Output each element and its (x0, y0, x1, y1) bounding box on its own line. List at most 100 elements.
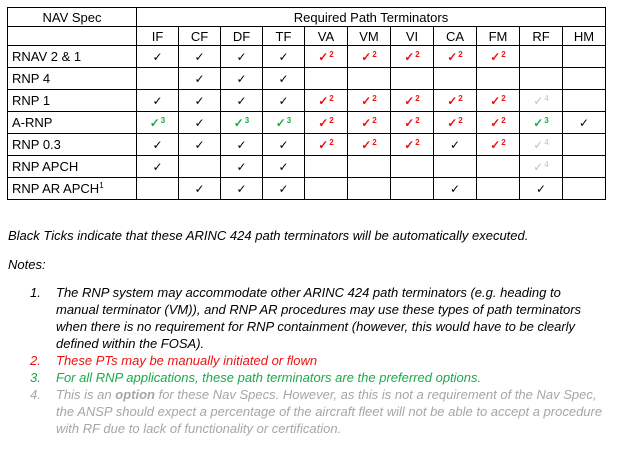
check-icon-red: ✓2 (490, 50, 506, 64)
check-glyph: ✓ (318, 138, 329, 152)
cell-df: ✓ (220, 177, 263, 200)
cell-if (136, 67, 179, 90)
check-glyph: ✓ (278, 72, 289, 86)
check-icon-black: ✓ (152, 94, 162, 108)
cell-vm (347, 155, 391, 178)
check-icon-red: ✓2 (447, 50, 463, 64)
cell-rf (519, 45, 563, 68)
cell-hm (562, 67, 606, 90)
column-header-fm: FM (476, 26, 520, 46)
check-glyph: ✓ (278, 94, 289, 108)
check-glyph: ✓ (449, 138, 461, 152)
check-icon-green: ✓3 (150, 116, 166, 130)
cell-cf: ✓ (178, 89, 221, 112)
note-reference: 2 (372, 116, 377, 125)
cell-vm (347, 67, 391, 90)
check-glyph: ✓ (149, 116, 160, 130)
check-icon-black: ✓ (194, 94, 204, 108)
cell-va: ✓2 (304, 133, 348, 156)
cell-vi (390, 155, 434, 178)
table-row: RNP 4 ✓ ✓ ✓ (7, 67, 606, 90)
cell-rf: ✓4 (519, 89, 563, 112)
table-row: RNP 1✓✓✓✓✓2✓2✓2✓2✓2✓4 (7, 89, 606, 112)
note-reference: 4 (544, 94, 549, 103)
cell-rf: ✓3 (519, 111, 563, 134)
note-reference: 3 (244, 116, 250, 125)
note-reference: 3 (286, 116, 292, 125)
check-icon-black: ✓ (236, 72, 246, 86)
cell-vm: ✓2 (347, 133, 391, 156)
note-reference: 2 (372, 138, 377, 147)
check-glyph: ✓ (194, 72, 205, 86)
cell-hm (562, 133, 606, 156)
required-path-terminators-header: Required Path Terminators (136, 7, 606, 27)
note-item-3: 3. For all RNP applications, these path … (30, 369, 605, 386)
check-icon-black: ✓ (194, 50, 204, 64)
check-glyph: ✓ (152, 160, 163, 174)
nav-spec-label: A-RNP (12, 115, 53, 130)
note-reference: 2 (458, 50, 463, 59)
nav-spec-cell: RNP APCH (7, 155, 137, 178)
note-item-1: 1. The RNP system may accommodate other … (30, 284, 605, 352)
nav-spec-label: RNP 1 (12, 93, 51, 108)
check-glyph: ✓ (194, 138, 205, 152)
check-icon-black: ✓ (152, 160, 162, 174)
cell-vi: ✓2 (390, 89, 434, 112)
nav-spec-cell: RNP 4 (7, 67, 137, 90)
check-icon-red: ✓2 (318, 138, 334, 152)
check-glyph: ✓ (278, 160, 289, 174)
check-glyph: ✓ (278, 182, 289, 196)
check-glyph: ✓ (318, 94, 329, 108)
nav-spec-cell: RNAV 2 & 1 (7, 45, 137, 68)
column-header-rf: RF (519, 26, 563, 46)
table-row: RNP AR APCH1✓✓✓✓✓ (7, 177, 606, 200)
check-icon-black: ✓ (278, 50, 288, 64)
nav-spec-label: RNP AR APCH (12, 181, 100, 196)
nav-spec-header: NAV Spec (7, 7, 137, 27)
check-icon-green: ✓3 (234, 116, 250, 130)
cell-vm: ✓2 (347, 111, 391, 134)
cell-hm: ✓ (562, 111, 606, 134)
check-icon-gray: ✓4 (533, 94, 549, 108)
nav-spec-label: RNP APCH (12, 159, 79, 174)
nav-spec-label: RNAV 2 & 1 (12, 49, 82, 64)
check-icon-black: ✓ (236, 138, 246, 152)
cell-vm (347, 177, 391, 200)
note-reference: 2 (415, 50, 420, 59)
column-header-ca: CA (433, 26, 477, 46)
note-item-2: 2. These PTs may be manually initiated o… (30, 352, 605, 369)
check-icon-black: ✓ (450, 182, 460, 196)
note-item-4: 4. This is an option for these Nav Specs… (30, 386, 605, 437)
check-glyph: ✓ (278, 50, 289, 64)
note-reference: 2 (415, 116, 420, 125)
check-glyph: ✓ (578, 116, 590, 130)
check-glyph: ✓ (236, 182, 247, 196)
cell-df: ✓3 (220, 111, 263, 134)
check-glyph: ✓ (449, 182, 461, 196)
cell-rf: ✓4 (519, 133, 563, 156)
check-glyph: ✓ (361, 94, 372, 108)
check-icon-black: ✓ (278, 160, 288, 174)
note-reference: 2 (501, 94, 506, 103)
column-header-hm: HM (562, 26, 606, 46)
note-number: 1. (30, 285, 41, 300)
note-reference: 2 (329, 94, 334, 103)
table-header-row-1: NAV Spec Required Path Terminators (7, 7, 606, 27)
check-icon-red: ✓2 (490, 94, 506, 108)
cell-fm: ✓2 (476, 133, 520, 156)
column-header-if: IF (136, 26, 179, 46)
nav-spec-cell: RNP 0.3 (7, 133, 137, 156)
check-glyph: ✓ (533, 94, 544, 108)
legend-text: Black Ticks indicate that these ARINC 42… (8, 228, 529, 243)
check-glyph: ✓ (404, 116, 415, 130)
cell-ca: ✓ (433, 133, 477, 156)
column-header-vm: VM (347, 26, 391, 46)
check-glyph: ✓ (404, 50, 415, 64)
check-icon-red: ✓2 (404, 138, 420, 152)
check-glyph: ✓ (533, 116, 544, 130)
cell-va (304, 67, 348, 90)
table-row: A-RNP✓3✓✓3✓3✓2✓2✓2✓2✓2✓3✓ (7, 111, 606, 134)
cell-va (304, 177, 348, 200)
check-icon-black: ✓ (236, 182, 246, 196)
